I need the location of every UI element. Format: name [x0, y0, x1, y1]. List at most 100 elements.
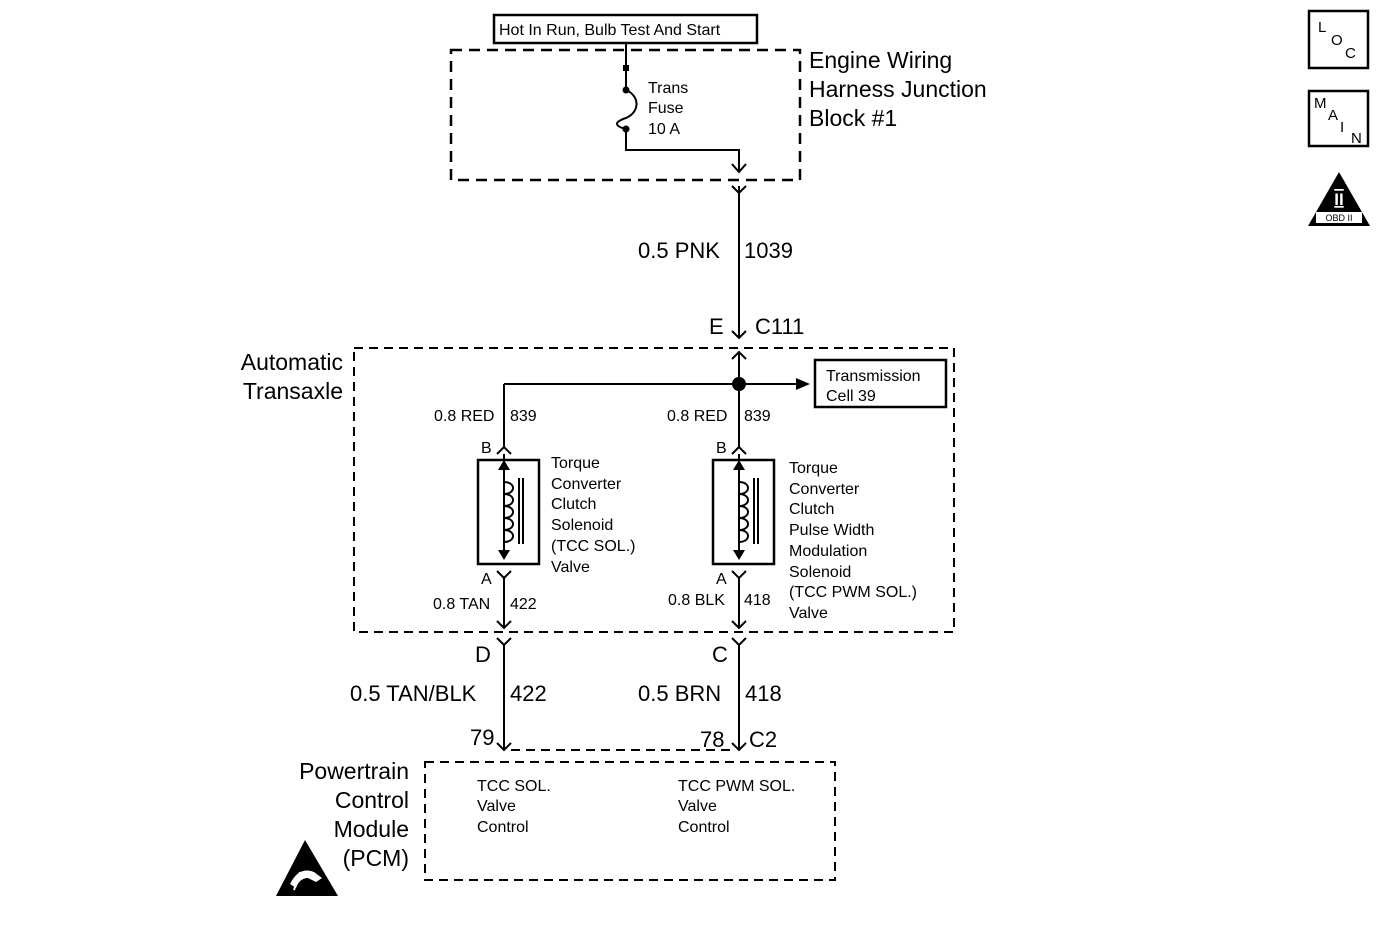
svg-text:Control: Control [477, 819, 529, 836]
wire-839-right-circuit: 839 [744, 408, 771, 425]
wire-418-inner-circuit: 418 [744, 592, 771, 609]
obd-ii-icon[interactable]: II OBD II [1308, 172, 1370, 226]
svg-text:Cell 39: Cell 39 [826, 388, 876, 405]
c2-name: C2 [749, 727, 777, 752]
svg-text:Block #1: Block #1 [809, 105, 897, 131]
svg-text:Control: Control [678, 819, 730, 836]
svg-text:Control: Control [335, 787, 409, 813]
arrow-to-transmission-cell [796, 378, 810, 390]
svg-text:Valve: Valve [789, 605, 828, 622]
wire-1039-circuit: 1039 [744, 238, 793, 263]
wire-418-outer-circuit: 418 [745, 681, 782, 706]
wire-422-outer-circuit: 422 [510, 681, 547, 706]
svg-text:Transaxle: Transaxle [243, 378, 343, 404]
c111-name: C111 [755, 314, 804, 339]
solenoid1-coil-icon [498, 454, 524, 560]
pcm-name: Powertrain Control Module (PCM) [299, 758, 409, 871]
svg-text:Modulation: Modulation [789, 543, 867, 560]
svg-text:TCC SOL.: TCC SOL. [477, 778, 551, 795]
transaxle-connector-c-male [731, 620, 747, 630]
svg-text:Module: Module [334, 816, 409, 842]
svg-text:Trans: Trans [648, 80, 688, 97]
c2-pin-78: 78 [700, 727, 724, 752]
solenoid2-pin-a: A [716, 571, 727, 588]
solenoid2-connector-b [731, 445, 747, 455]
solenoid1-connector-a [496, 570, 512, 580]
solenoid1-pin-a: A [481, 571, 492, 588]
solenoid2-coil-icon [733, 454, 759, 560]
junction-block-outline [449, 48, 802, 182]
svg-text:O: O [1331, 32, 1343, 49]
svg-text:Valve: Valve [477, 798, 516, 815]
wire-422-outer-gauge-color: 0.5 TAN/BLK [350, 681, 477, 706]
transaxle-connector-d-female [496, 637, 512, 647]
esd-warning-icon [276, 840, 338, 896]
pcm-outline [424, 761, 836, 881]
svg-text:M: M [1314, 95, 1327, 112]
wire-422-inner-gauge-color: 0.8 TAN [433, 596, 490, 613]
svg-text:Solenoid: Solenoid [551, 517, 613, 534]
c2-pin-79-connector [496, 742, 512, 752]
svg-text:II: II [1334, 190, 1343, 209]
transmission-cell-label: Transmission Cell 39 [826, 368, 921, 405]
wire-1039-gauge-color: 0.5 PNK [638, 238, 720, 263]
svg-text:C: C [1345, 45, 1356, 62]
svg-text:Automatic: Automatic [241, 349, 343, 375]
transaxle-outline [353, 347, 955, 633]
wire-418-inner-gauge-color: 0.8 BLK [668, 592, 725, 609]
solenoid2-label: Torque Converter Clutch Pulse Width Modu… [789, 460, 917, 622]
fuse-terminal-mid [622, 86, 630, 94]
transaxle-connector-d-male [496, 620, 512, 630]
svg-text:Harness Junction: Harness Junction [809, 76, 987, 102]
svg-text:Transmission: Transmission [826, 368, 921, 385]
svg-text:I: I [1340, 119, 1344, 136]
solenoid2-box [711, 458, 776, 566]
wire-839-left-circuit: 839 [510, 408, 537, 425]
svg-text:(TCC PWM SOL.): (TCC PWM SOL.) [789, 584, 917, 601]
svg-text:Torque: Torque [551, 455, 600, 472]
wire-422-inner-circuit: 422 [510, 596, 537, 613]
svg-text:Torque: Torque [789, 460, 838, 477]
solenoid1-connector-b [496, 445, 512, 455]
c111-pin: E [709, 314, 724, 339]
svg-text:OBD II: OBD II [1325, 213, 1352, 223]
fuse-terminal-bottom [622, 125, 630, 133]
svg-text:N: N [1351, 130, 1362, 147]
transaxle-connector-c-female [731, 637, 747, 647]
pcm-tcc-pwm-control-label: TCC PWM SOL. Valve Control [678, 778, 795, 836]
svg-text:L: L [1318, 19, 1326, 36]
solenoid1-pin-b: B [481, 440, 492, 457]
svg-text:Engine Wiring: Engine Wiring [809, 47, 952, 73]
solenoid1-box [476, 458, 541, 566]
transaxle-pin-c: C [712, 642, 728, 667]
svg-text:Valve: Valve [678, 798, 717, 815]
svg-text:Fuse: Fuse [648, 100, 684, 117]
svg-text:Powertrain: Powertrain [299, 758, 409, 784]
transmission-cell-box [813, 358, 948, 409]
c111-connector-upper [731, 330, 747, 340]
main-icon[interactable]: M A I N [1307, 89, 1370, 148]
pcm-tcc-sol-control-label: TCC SOL. Valve Control [477, 778, 551, 836]
svg-text:Converter: Converter [551, 476, 622, 493]
svg-text:Solenoid: Solenoid [789, 564, 851, 581]
transaxle-pin-d: D [475, 642, 491, 667]
svg-text:Pulse Width: Pulse Width [789, 522, 874, 539]
wire-839-left-gauge-color: 0.8 RED [434, 408, 494, 425]
svg-text:(TCC SOL.): (TCC SOL.) [551, 538, 635, 555]
svg-text:10 A: 10 A [648, 121, 680, 138]
power-source-label: Hot In Run, Bulb Test And Start [499, 22, 721, 39]
solenoid1-label: Torque Converter Clutch Solenoid (TCC SO… [551, 455, 635, 576]
fuse-terminal-top [623, 65, 629, 71]
svg-text:Clutch: Clutch [789, 501, 834, 518]
svg-text:TCC PWM SOL.: TCC PWM SOL. [678, 778, 795, 795]
solenoid2-pin-b: B [716, 440, 727, 457]
svg-text:Valve: Valve [551, 559, 590, 576]
fuse-label: Trans Fuse 10 A [648, 80, 688, 138]
loc-icon[interactable]: L O C [1307, 9, 1370, 70]
junction-connector-male [731, 163, 747, 174]
wire-418-outer-gauge-color: 0.5 BRN [638, 681, 721, 706]
c2-pin-79: 79 [470, 725, 494, 750]
wire-839-right-gauge-color: 0.8 RED [667, 408, 727, 425]
svg-text:A: A [1328, 107, 1338, 124]
